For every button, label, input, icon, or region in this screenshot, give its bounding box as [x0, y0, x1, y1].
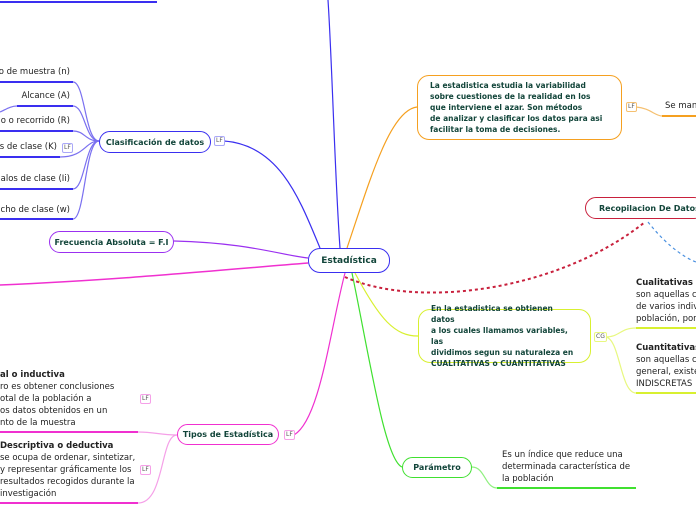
text-line: a los cuales llamamos variables, las: [431, 326, 568, 346]
parametro-node[interactable]: Parámetro: [402, 457, 472, 478]
text-line: ro es obtener conclusiones: [0, 382, 115, 392]
text-line: resultados recogidos durante la: [0, 477, 135, 487]
text-line: y representar gráficamente los: [0, 465, 132, 475]
leaf-intervalos[interactable]: alos de clase (Ii): [0, 174, 70, 184]
lf-badge[interactable]: LF: [214, 136, 225, 146]
clasificacion-node[interactable]: Clasificación de datos: [99, 131, 211, 153]
text-line: La estadistica estudia la variabilidad: [430, 81, 586, 90]
frecuencia-label: Frecuencia Absoluta = F.I: [54, 237, 169, 247]
text-line: Es un índice que reduce una: [502, 450, 623, 460]
tipos-node[interactable]: Tipos de Estadística: [177, 424, 279, 445]
variables-node[interactable]: En la estadistica se obtienen datos a lo…: [418, 304, 591, 368]
text-line: determinada característica de: [502, 462, 631, 472]
inferencial-leaf[interactable]: al o inductiva ro es obtener conclusione…: [0, 369, 114, 429]
leaf-muestra[interactable]: o de muestra (n): [0, 67, 70, 77]
definicion-child[interactable]: Se man: [665, 101, 696, 111]
recopilacion-label: Recopilacion De Datos: [599, 203, 696, 213]
text-line: son aquellas c: [636, 290, 696, 300]
parametro-label: Parámetro: [413, 463, 461, 472]
lf-badge[interactable]: LF: [284, 430, 295, 440]
descriptiva-title: Descriptiva o deductiva: [0, 441, 114, 451]
central-topic[interactable]: Estadística: [308, 248, 390, 273]
recopilacion-node[interactable]: Recopilacion De Datos: [585, 197, 696, 219]
text-line: En la estadistica se obtienen datos: [431, 304, 553, 324]
lf-badge[interactable]: LF: [140, 394, 151, 404]
text-line: facilitar la toma de decisiones.: [430, 125, 561, 134]
text-line: dividimos segun su naturaleza en: [431, 348, 574, 357]
text-line: CUALITATIVAS o CUANTITATIVAS: [431, 359, 566, 368]
text-line: que interviene el azar. Son métodos: [430, 103, 583, 112]
tipos-label: Tipos de Estadística: [182, 430, 274, 439]
leaf-alcance[interactable]: Alcance (A): [21, 91, 71, 101]
lf-badge[interactable]: LF: [62, 143, 73, 153]
frecuencia-node[interactable]: Frecuencia Absoluta = F.I: [49, 231, 174, 253]
cualitativas-leaf[interactable]: Cualitativas son aquellas c de varios in…: [636, 277, 696, 325]
text-line: población, por: [636, 314, 696, 324]
cuantitativas-title: Cuantitativas: [636, 343, 696, 353]
descriptiva-leaf[interactable]: Descriptiva o deductiva se ocupa de orde…: [0, 440, 135, 500]
parametro-desc[interactable]: Es un índice que reduce una determinada …: [502, 449, 630, 485]
inferencial-title: al o inductiva: [0, 370, 65, 380]
definicion-node[interactable]: La estadistica estudia la variabilidad s…: [417, 75, 622, 140]
central-topic-label: Estadística: [321, 255, 377, 266]
cuantitativas-leaf[interactable]: Cuantitativas son aquellas c general, ex…: [636, 342, 696, 390]
text-line: son aquellas c: [636, 355, 696, 365]
leaf-clases[interactable]: s de clase (K): [0, 142, 57, 152]
clasificacion-label: Clasificación de datos: [105, 137, 205, 147]
text-line: sobre cuestiones de la realidad en los: [430, 92, 591, 101]
text-line: se ocupa de ordenar, sintetizar,: [0, 453, 136, 463]
text-line: investigación: [0, 489, 57, 499]
text-line: general, existe: [636, 367, 696, 377]
leaf-ancho[interactable]: cho de clase (w): [0, 205, 70, 215]
text-line: de analizar y clasificar los datos para …: [430, 114, 603, 123]
text-line: INDISCRETAS: [636, 379, 693, 389]
cualitativas-title: Cualitativas: [636, 278, 693, 288]
lf-badge[interactable]: LF: [626, 102, 637, 112]
text-line: nto de la muestra: [0, 418, 76, 428]
text-line: os datos obtenidos en un: [0, 406, 108, 416]
text-line: de varios indiv: [636, 302, 696, 312]
text-line: la población: [502, 474, 554, 484]
text-line: otal de la población a: [0, 394, 92, 404]
lf-badge[interactable]: LF: [140, 465, 151, 475]
leaf-recorrido[interactable]: o o recorrido (R): [0, 116, 70, 126]
cg-badge[interactable]: CG: [594, 332, 607, 342]
